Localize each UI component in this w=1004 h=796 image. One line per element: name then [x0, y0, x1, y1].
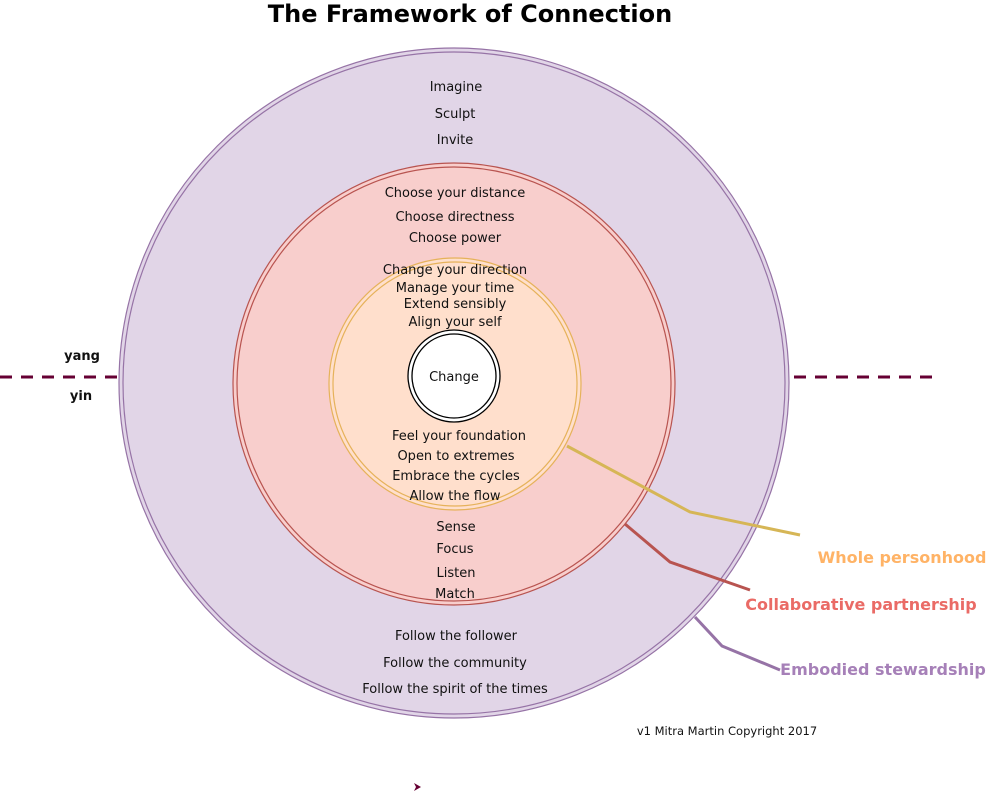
middle-top-item: Choose power [409, 231, 502, 246]
center-label: Change [429, 370, 479, 385]
collaborative-partnership-leader-line [624, 522, 751, 592]
center-circle-inner [411, 333, 497, 419]
inner-bottom-item: Open to extremes [397, 449, 514, 464]
inner-bottom-item: Allow the flow [409, 489, 500, 504]
embodied-stewardship-label: Embodied stewardship [780, 660, 986, 679]
whole-personhood-label: Whole personhood [818, 548, 987, 567]
center-circle-outer [407, 329, 501, 423]
inner-top-item: Align your self [408, 315, 501, 330]
outer-bottom-item: Follow the community [383, 656, 527, 671]
outer-top-item: Sculpt [435, 107, 476, 122]
outer-top-item: Imagine [430, 80, 483, 95]
whole-personhood-leader-line [566, 444, 801, 537]
middle-top-item: Choose your distance [385, 186, 526, 201]
outer-bottom-item: Follow the follower [395, 629, 518, 644]
inner-bottom-item: Feel your foundation [392, 429, 526, 444]
middle-ring-inner-border [236, 166, 672, 602]
middle-bottom-item: Listen [437, 566, 476, 581]
inner-bottom-item: Embrace the cycles [392, 469, 520, 484]
page-title: The Framework of Connection [268, 0, 672, 28]
outer-bottom-item: Follow the spirit of the times [362, 682, 548, 697]
arrow-pointer-icon [414, 783, 421, 791]
collaborative-partnership-label: Collaborative partnership [745, 595, 976, 614]
middle-bottom-item: Match [435, 587, 475, 602]
middle-top-item: Choose directness [395, 210, 514, 225]
inner-top-item: Extend sensibly [404, 297, 507, 312]
embodied-stewardship-leader-line [693, 615, 781, 672]
outer-ring-inner-border [122, 51, 786, 715]
yang-label: yang [64, 349, 100, 364]
middle-bottom-item: Focus [436, 542, 473, 557]
outer-top-item: Invite [437, 133, 473, 148]
middle-bottom-item: Sense [436, 520, 475, 535]
center-circle: Change [407, 329, 501, 423]
copyright-text: v1 Mitra Martin Copyright 2017 [637, 724, 817, 738]
yin-label: yin [70, 389, 92, 404]
inner-ring-inner-border [332, 261, 578, 507]
inner-top-item: Manage your time [396, 281, 515, 296]
inner-top-item: Change your direction [383, 263, 527, 278]
